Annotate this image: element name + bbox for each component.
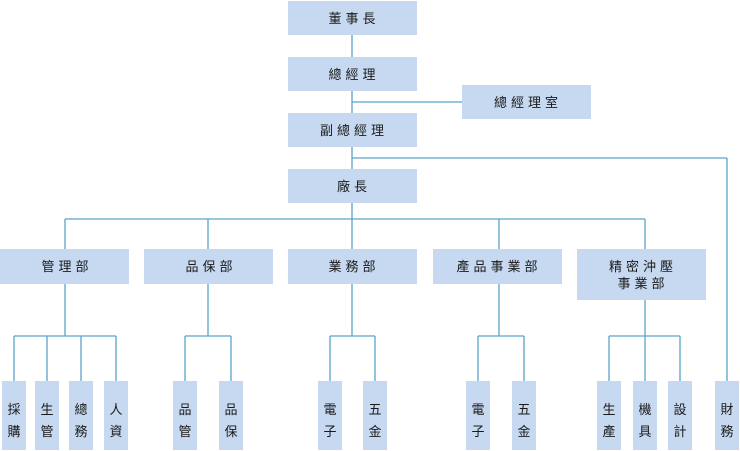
subunit-management-3-label: 總務	[74, 402, 87, 440]
node-dept-precision: 精密沖壓 事業部	[577, 249, 706, 300]
node-finance: 財務	[715, 381, 739, 450]
node-general-manager: 總經理	[288, 57, 417, 91]
subunit-precision-1: 生產	[597, 381, 621, 450]
node-gm-office: 總經理室	[462, 85, 591, 119]
subunit-management-2-label: 生管	[40, 403, 53, 440]
node-plant-manager: 廠長	[288, 169, 417, 203]
node-dept-precision-label-1: 精密沖壓	[609, 259, 677, 275]
subunit-quality-2-label: 品保	[224, 403, 237, 440]
subunit-management-4-label: 人資	[109, 403, 122, 440]
subunit-management-4: 人資	[104, 381, 128, 450]
node-dept-management: 管理部	[0, 249, 129, 284]
node-dept-product: 產品事業部	[433, 249, 562, 284]
subunit-precision-3: 設計	[668, 381, 692, 450]
node-plant-manager-label: 廠長	[337, 179, 371, 195]
node-chairman-label: 董事長	[328, 12, 379, 27]
node-dept-business-label: 業務部	[328, 259, 379, 275]
subunit-quality-2: 品保	[219, 381, 243, 450]
subunit-product-2: 五金	[512, 381, 536, 450]
subunit-business-1: 電子	[318, 381, 342, 450]
node-dept-product-label: 產品事業部	[456, 259, 541, 275]
node-deputy-gm: 副總經理	[288, 113, 417, 147]
subunit-management-3: 總務	[69, 381, 93, 450]
subunit-quality-1: 品管	[173, 381, 197, 450]
subunit-product-1-label: 電子	[471, 403, 484, 440]
node-dept-quality: 品保部	[144, 249, 273, 284]
subunit-precision-2: 機具	[633, 381, 657, 450]
connector-lines	[13, 35, 728, 381]
subunit-precision-2-label: 機具	[638, 403, 651, 440]
subunit-product-2-label: 五金	[517, 403, 530, 440]
subunit-business-1-label: 電子	[323, 403, 336, 440]
subunit-business-2: 五金	[363, 381, 387, 450]
subunit-quality-1-label: 品管	[178, 403, 191, 440]
subunit-product-1: 電子	[466, 381, 490, 450]
subunit-management-1-label: 採購	[7, 403, 20, 440]
node-deputy-gm-label: 副總經理	[320, 123, 388, 139]
subunit-precision-1-label: 生產	[602, 403, 615, 440]
node-dept-quality-label: 品保部	[185, 260, 236, 275]
subunit-precision-3-label: 設計	[673, 402, 686, 440]
subunit-management-2: 生管	[35, 381, 59, 450]
node-chairman: 董事長	[288, 1, 417, 35]
node-gm-office-label: 總經理室	[494, 95, 562, 111]
subunit-management-1: 採購	[2, 381, 26, 450]
node-dept-precision-label-2: 事業部	[617, 276, 668, 292]
node-dept-business: 業務部	[288, 249, 417, 284]
node-dept-management-label: 管理部	[41, 260, 92, 275]
node-general-manager-label: 總經理	[328, 67, 379, 83]
subunit-business-2-label: 五金	[368, 403, 381, 440]
node-finance-label: 財務	[720, 403, 733, 440]
